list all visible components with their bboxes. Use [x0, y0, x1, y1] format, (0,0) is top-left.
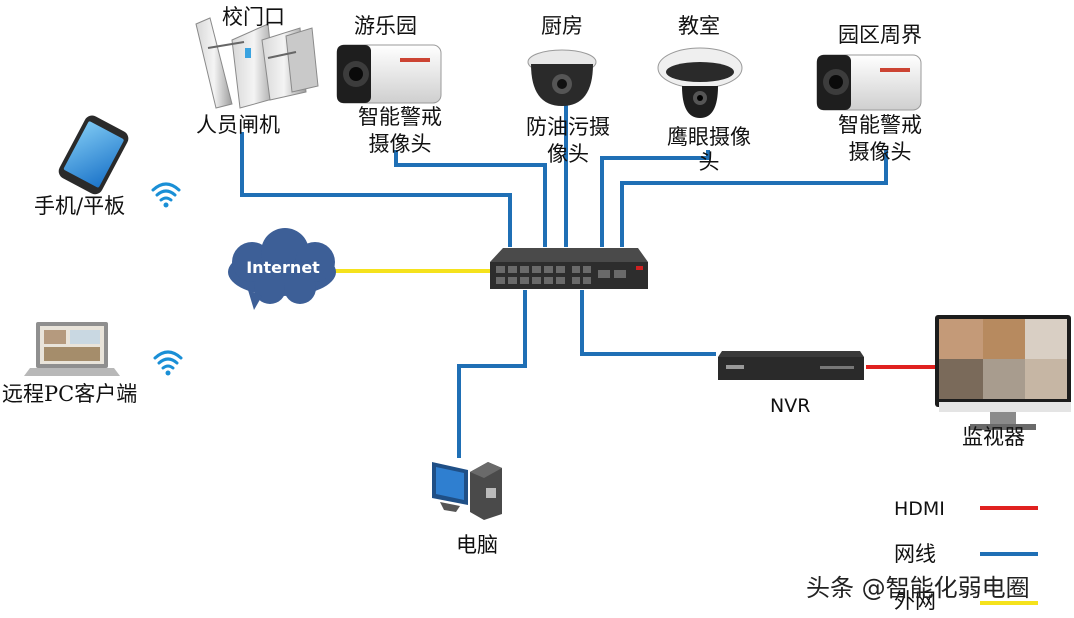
- perimeter-camera-label-line1: 智能警戒: [838, 113, 922, 137]
- switch-device: [490, 248, 648, 289]
- nvr-label: NVR: [770, 395, 811, 417]
- legend: [980, 506, 1038, 605]
- monitor-icon: [935, 315, 1071, 430]
- eagle-eye-camera-icon: [657, 47, 743, 118]
- cable-computer: [457, 290, 527, 458]
- kitchen-camera-label-line2: 像头: [547, 142, 589, 166]
- gate-location-label: 校门口: [222, 5, 285, 29]
- bullet-camera-icon: [336, 44, 442, 104]
- amusement-location-label: 游乐园: [354, 14, 417, 38]
- phone-icon: [58, 115, 129, 195]
- wifi-icon: [151, 182, 181, 208]
- desktop-computer-icon: [432, 462, 502, 520]
- legend-hdmi-label: HDMI: [894, 498, 945, 520]
- remote-pc-label: 远程PC客户端: [2, 382, 138, 406]
- legend-internet-label: 外网: [894, 589, 936, 613]
- kitchen-camera-label-line1: 防油污摄: [526, 115, 610, 139]
- monitor-label: 监视器: [962, 425, 1025, 449]
- cable-gate: [240, 132, 512, 247]
- classroom-camera-label-line2: 头: [698, 150, 720, 174]
- bullet-camera-icon: [816, 54, 922, 111]
- gate-device-label: 人员闸机: [196, 113, 280, 137]
- legend-network-label: 网线: [894, 542, 936, 566]
- perimeter-camera-label-line2: 摄像头: [848, 140, 912, 164]
- perimeter-location-label: 园区周界: [838, 23, 922, 47]
- phone-label: 手机/平板: [34, 194, 126, 218]
- turnstile-gate-icon: [195, 17, 319, 109]
- nvr-device-icon: [718, 351, 864, 380]
- cable-classroom: [600, 150, 710, 247]
- dome-camera-icon: [527, 49, 597, 106]
- cable-perimeter: [620, 150, 888, 247]
- wifi-icon: [153, 350, 183, 376]
- cable-nvr: [580, 290, 716, 356]
- internet-label: Internet: [246, 258, 320, 277]
- kitchen-location-label: 厨房: [541, 14, 583, 38]
- watermark: 头条 @智能化弱电圈: [806, 574, 1030, 602]
- network-cables: [240, 100, 888, 458]
- internet-cloud-icon: [228, 228, 336, 310]
- computer-label: 电脑: [456, 533, 498, 557]
- classroom-camera-label-line1: 鹰眼摄像: [667, 125, 751, 149]
- laptop-icon: [24, 322, 120, 376]
- cable-amusement: [394, 150, 547, 247]
- classroom-location-label: 教室: [678, 14, 720, 38]
- amusement-camera-label-line2: 摄像头: [368, 132, 432, 156]
- amusement-camera-label-line1: 智能警戒: [358, 105, 442, 129]
